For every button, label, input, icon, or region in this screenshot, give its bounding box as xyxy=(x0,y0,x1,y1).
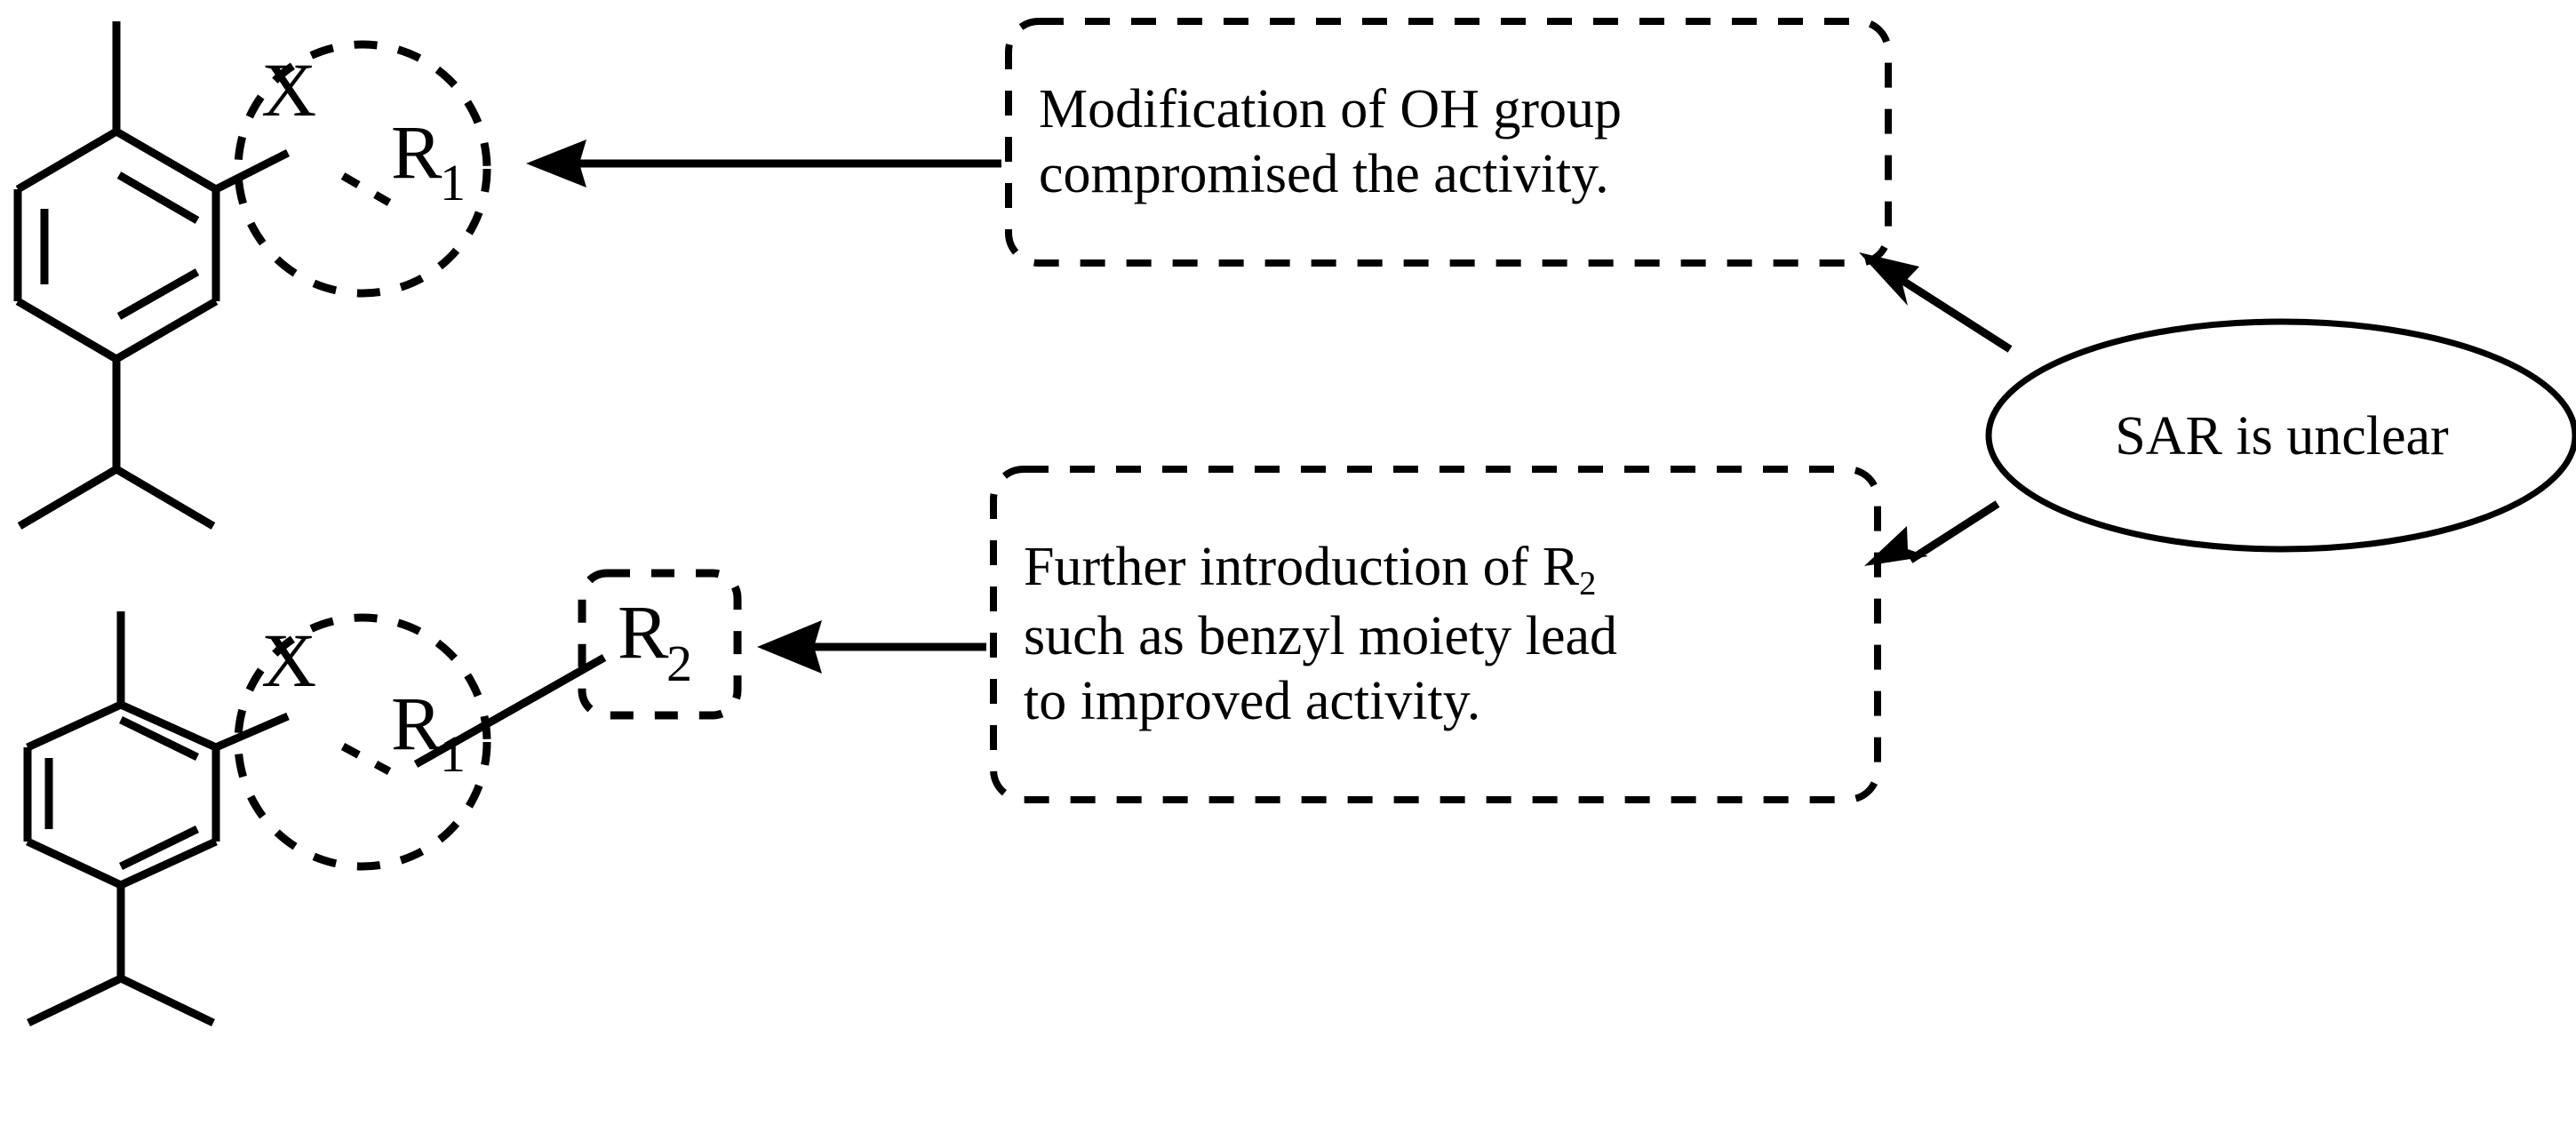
bottom-ring-bond-3-4 xyxy=(119,837,218,890)
top-bond-x-to-r1 xyxy=(340,172,392,206)
sar-bubble-label: SAR is unclear xyxy=(2115,406,2449,467)
sar-bubble-border xyxy=(1985,318,2576,553)
top-ring-inner-bond-b xyxy=(116,268,200,320)
top-r1-subscript: 1 xyxy=(440,154,466,211)
r2-letter-label: R xyxy=(618,589,669,674)
r2-subscript-label: 2 xyxy=(666,634,692,692)
top-ring-bond-4-5 xyxy=(15,298,119,363)
bottom-highlight-circle xyxy=(234,613,491,871)
callout-oh-line-1: Modification of OH group xyxy=(1039,78,1623,140)
bottom-x-label: X xyxy=(261,618,316,703)
top-scaffold: X R 1 xyxy=(13,21,491,530)
callout-r2-line-2: such as benzyl moiety lead xyxy=(1024,605,1618,666)
bottom-isopropyl-bond-left xyxy=(27,974,123,1027)
callout-oh-line-2: compromised the activity. xyxy=(1039,144,1609,204)
bottom-bond-ring-to-x xyxy=(214,712,290,752)
bottom-ring-inner-bond-a xyxy=(119,715,199,762)
top-highlight-circle xyxy=(234,40,491,298)
bottom-ring-bond-6-1 xyxy=(26,700,123,752)
bottom-ring-bond-4-5 xyxy=(26,837,123,890)
top-ring-bond-6-1 xyxy=(15,128,119,193)
arrow-bubble-to-callout-r2 xyxy=(1864,500,2000,566)
callout-r2-line-1: Further introduction of R2 xyxy=(1024,535,1847,604)
bottom-ring-bond-1-2 xyxy=(119,700,218,752)
r2-highlight-box xyxy=(578,569,742,720)
arrow-callout-r2-to-r2-tag xyxy=(757,620,986,674)
bottom-isopropyl-bond-right xyxy=(119,974,215,1027)
bottom-bond-r1-to-r2 xyxy=(413,654,607,768)
callout-r2-line-1-text: Further introduction of R xyxy=(1024,536,1580,597)
callout-r2-line-1-subscript: 2 xyxy=(1579,564,1597,602)
top-r-label: R xyxy=(391,109,443,195)
callout-r2-line-3: to improved activity. xyxy=(1024,671,1481,732)
callout-r2-border xyxy=(990,466,1881,803)
arrow-bubble-to-callout-oh xyxy=(1859,252,2013,353)
callout-r2: Further introduction of R2 such as benzy… xyxy=(993,469,1878,800)
callout-oh: Modification of OH group compromised the… xyxy=(1009,21,1888,263)
top-x-label: X xyxy=(261,47,316,132)
top-ring-inner-bond-a xyxy=(116,172,200,224)
callout-oh-border xyxy=(1005,18,1892,267)
bottom-scaffold: X R 1 R 2 xyxy=(23,569,742,1027)
top-bond-ring-to-x xyxy=(213,148,291,194)
top-isopropyl-bond-right xyxy=(114,466,216,530)
top-isopropyl-bond-left xyxy=(17,466,119,530)
bottom-bond-x-to-r1 xyxy=(340,743,392,775)
top-ring-bond-1-2 xyxy=(114,128,219,193)
bottom-ring-inner-bond-b xyxy=(119,825,199,871)
arrow-callout-oh-to-top-scaffold xyxy=(526,140,1001,188)
top-ring-bond-3-4 xyxy=(114,298,219,363)
